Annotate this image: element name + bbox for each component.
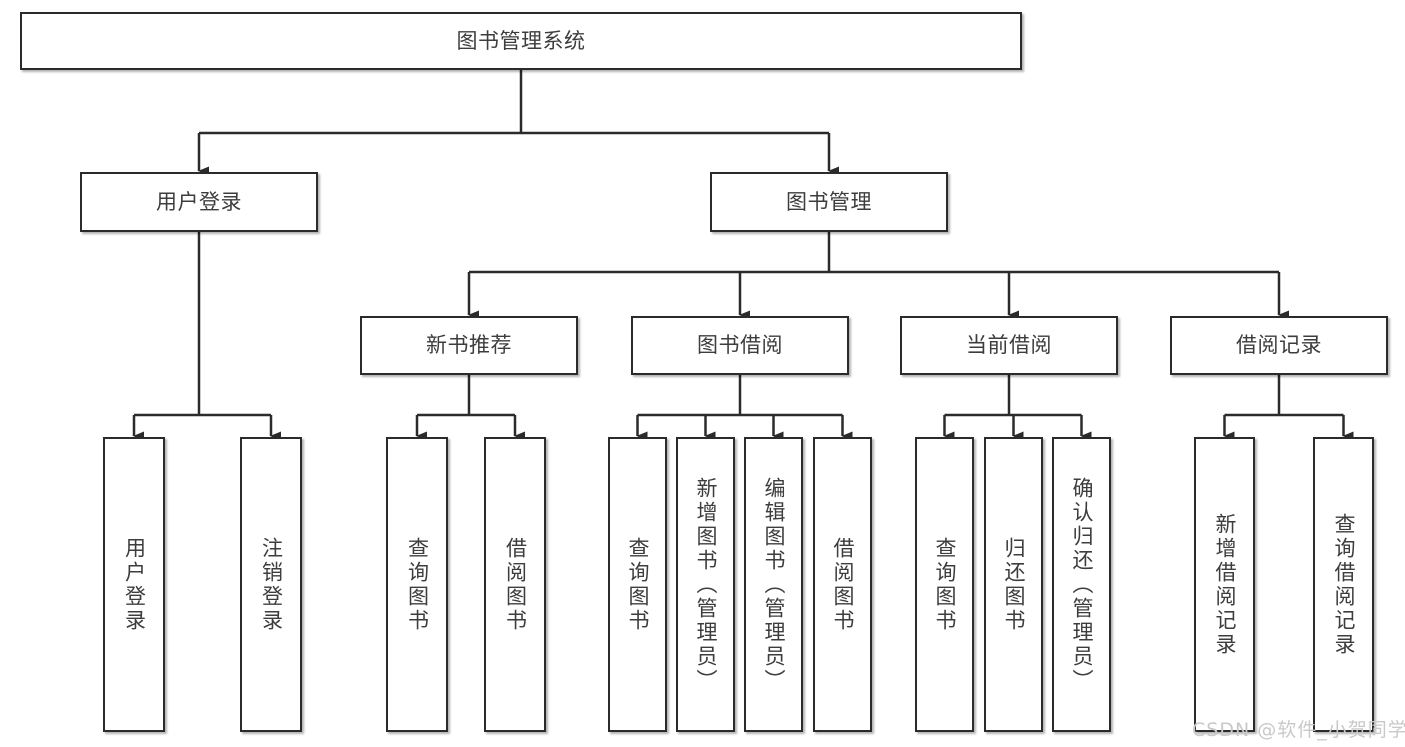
node-label: 注销登录 <box>259 536 284 633</box>
node-root[interactable]: 图书管理系统 <box>20 12 1022 70</box>
node-leaf-borrow-3[interactable]: 编辑图书（管理员） <box>744 437 803 732</box>
node-label: 当前借阅 <box>966 333 1052 358</box>
node-bookmgmt[interactable]: 图书管理 <box>710 172 948 232</box>
node-leaf-rec-2[interactable]: 查询借阅记录 <box>1313 437 1374 732</box>
node-label: 查询借阅记录 <box>1332 512 1356 657</box>
node-login[interactable]: 用户登录 <box>80 172 318 232</box>
node-label: 用户登录 <box>156 189 242 214</box>
node-label: 图书借阅 <box>697 333 783 358</box>
node-label: 借阅图书 <box>503 536 528 633</box>
node-label: 图书管理系统 <box>456 28 586 53</box>
node-borrow[interactable]: 图书借阅 <box>631 316 849 375</box>
node-label: 确认归还（管理员） <box>1070 476 1094 693</box>
node-label: 编辑图书（管理员） <box>762 476 786 693</box>
node-label: 借阅图书 <box>831 536 855 633</box>
node-label: 图书管理 <box>786 189 872 214</box>
node-leaf-cur-1[interactable]: 查询图书 <box>915 437 974 732</box>
node-leaf-login-2[interactable]: 注销登录 <box>240 437 302 732</box>
node-label: 用户登录 <box>122 536 147 633</box>
node-label: 新增图书（管理员） <box>694 476 718 693</box>
node-leaf-borrow-1[interactable]: 查询图书 <box>608 437 667 732</box>
node-label: 归还图书 <box>1002 536 1026 633</box>
node-current[interactable]: 当前借阅 <box>900 316 1118 375</box>
connector-group <box>132 70 1354 441</box>
node-leaf-login-1[interactable]: 用户登录 <box>103 437 165 732</box>
node-label: 查询图书 <box>626 536 650 633</box>
node-label: 新书推荐 <box>426 333 512 358</box>
node-leaf-cur-3[interactable]: 确认归还（管理员） <box>1052 437 1111 732</box>
node-leaf-new-2[interactable]: 借阅图书 <box>484 437 546 732</box>
node-leaf-borrow-2[interactable]: 新增图书（管理员） <box>676 437 735 732</box>
node-label: 新增借阅记录 <box>1213 512 1237 657</box>
node-label: 查询图书 <box>405 536 430 633</box>
node-leaf-borrow-4[interactable]: 借阅图书 <box>813 437 872 732</box>
node-records[interactable]: 借阅记录 <box>1170 316 1388 375</box>
node-leaf-new-1[interactable]: 查询图书 <box>386 437 448 732</box>
node-leaf-rec-1[interactable]: 新增借阅记录 <box>1194 437 1255 732</box>
node-leaf-cur-2[interactable]: 归还图书 <box>984 437 1043 732</box>
node-newbook[interactable]: 新书推荐 <box>360 316 578 375</box>
node-label: 查询图书 <box>933 536 957 633</box>
node-label: 借阅记录 <box>1236 333 1322 358</box>
